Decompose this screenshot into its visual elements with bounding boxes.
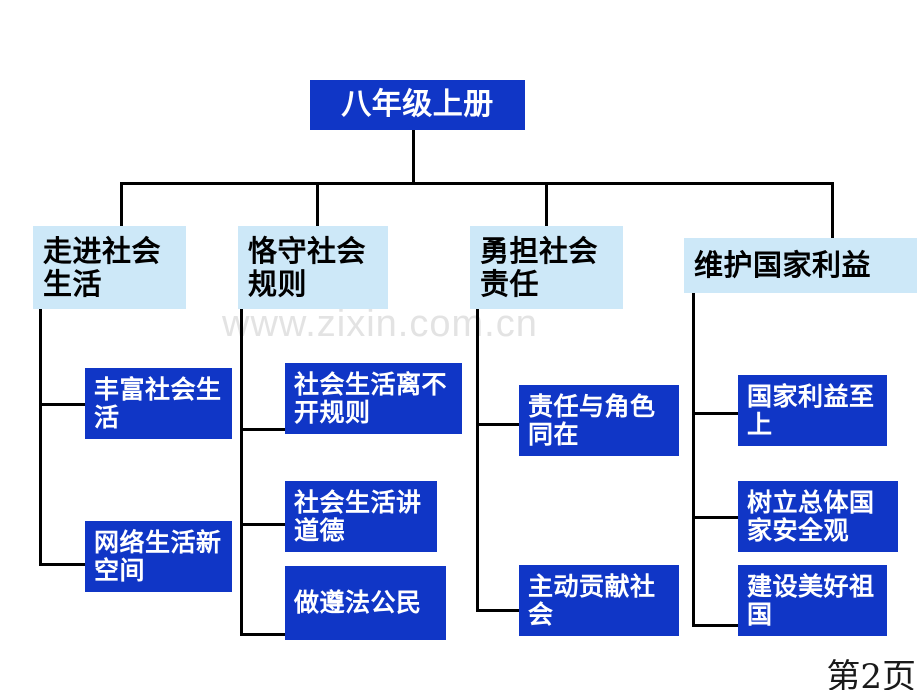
leaf-node-1-1[interactable]: 丰富社会生活 (85, 368, 232, 439)
connector-spine-branch-4 (692, 293, 695, 627)
page-number: 第2页 (826, 657, 916, 690)
leaf-node-4-3[interactable]: 建设美好祖国 (738, 565, 887, 636)
branch-node-1[interactable]: 走进社会生活 (33, 226, 186, 309)
leaf-node-2-3[interactable]: 做遵法公民 (285, 566, 446, 640)
connector-drop-branch-2 (316, 182, 319, 226)
leaf-node-4-1[interactable]: 国家利益至上 (738, 375, 887, 446)
connector-drop-branch-4 (831, 182, 834, 238)
leaf-node-1-2[interactable]: 网络生活新空间 (85, 521, 232, 592)
connector-bus-bar (120, 182, 834, 185)
leaf-node-3-2[interactable]: 主动贡献社会 (519, 565, 679, 636)
root-node-grade8-volume1[interactable]: 八年级上册 (310, 80, 525, 130)
leaf-node-3-1[interactable]: 责任与角色同在 (519, 385, 679, 456)
connector-drop-branch-3 (545, 182, 548, 226)
leaf-node-4-2[interactable]: 树立总体国家安全观 (738, 481, 898, 552)
leaf-node-2-1[interactable]: 社会生活离不开规则 (285, 363, 462, 434)
leaf-node-2-2[interactable]: 社会生活讲道德 (285, 481, 437, 552)
connector-spine-branch-2 (240, 309, 243, 636)
connector-leaf-4-2 (692, 516, 739, 519)
connector-leaf-2-2 (240, 523, 288, 526)
connector-leaf-4-1 (692, 412, 739, 415)
connector-leaf-1-1 (39, 403, 85, 406)
connector-leaf-2-1 (240, 428, 288, 431)
connector-leaf-1-2 (39, 563, 85, 566)
connector-leaf-4-3 (692, 624, 739, 627)
connector-leaf-2-3 (240, 633, 288, 636)
connector-spine-branch-1 (39, 309, 42, 566)
connector-leaf-3-2 (476, 609, 521, 612)
branch-node-4[interactable]: 维护国家利益 (684, 238, 917, 293)
connector-spine-branch-3 (476, 309, 479, 612)
branch-node-3[interactable]: 勇担社会责任 (470, 226, 623, 309)
connector-leaf-3-1 (476, 423, 521, 426)
branch-node-2[interactable]: 恪守社会规则 (238, 226, 388, 309)
connector-drop-branch-1 (120, 182, 123, 226)
connector-root-stem (412, 130, 415, 182)
watermark-text: www.zixin.com.cn (222, 303, 538, 345)
